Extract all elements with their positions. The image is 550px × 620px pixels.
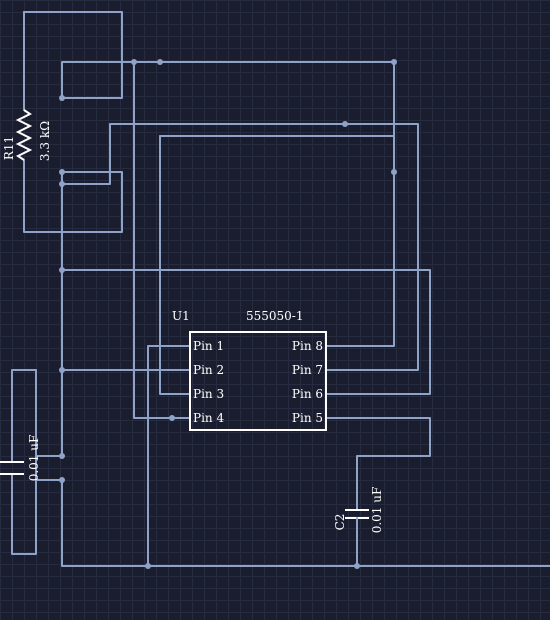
- wire-top-left-loop[interactable]: [23, 11, 395, 347]
- wire-pin4-vertical[interactable]: [133, 61, 191, 419]
- ic-pin-label: Pin 5: [292, 411, 323, 425]
- ic-u1[interactable]: U1 555050-1 Pin 1 Pin 2 Pin 3 Pin 4 Pin …: [172, 309, 327, 431]
- wires: [11, 11, 550, 567]
- ic-pin-label: Pin 2: [193, 363, 224, 377]
- junction: [342, 121, 348, 127]
- capacitor-c2-ref-label: C2: [333, 514, 347, 531]
- junction: [59, 181, 65, 187]
- junction: [354, 563, 360, 569]
- ic-part-label: 555050-1: [246, 309, 304, 323]
- junction: [169, 415, 175, 421]
- junction: [391, 169, 397, 175]
- wire-pin5[interactable]: [325, 417, 431, 501]
- junction: [157, 59, 163, 65]
- capacitor-c2-value-label: 0.01 uF: [370, 487, 384, 534]
- junction: [59, 367, 65, 373]
- wire-left-cap-loop[interactable]: [11, 369, 37, 463]
- ic-pin-label: Pin 6: [292, 387, 323, 401]
- junctions: [59, 59, 397, 569]
- capacitor-c2[interactable]: C2 0.01 uF: [333, 487, 384, 534]
- ic-pin-label: Pin 8: [292, 339, 323, 353]
- wire-ground-bus[interactable]: [61, 479, 550, 567]
- junction: [391, 59, 397, 65]
- junction: [59, 95, 65, 101]
- wire-pin3[interactable]: [159, 135, 395, 173]
- ic-pin-label: Pin 3: [193, 387, 224, 401]
- junction: [131, 59, 137, 65]
- junction: [145, 563, 151, 569]
- ic-pin-label: Pin 4: [193, 411, 224, 425]
- resistor-ref-label: R11: [2, 136, 16, 160]
- wire-pin3-down[interactable]: [159, 135, 191, 395]
- capacitor-left[interactable]: 0.01 uF: [0, 435, 41, 482]
- resistor-symbol: [15, 109, 33, 161]
- resistor-r11[interactable]: R11 3.3 kΩ: [2, 109, 52, 161]
- junction: [59, 169, 65, 175]
- wire-pin1[interactable]: [147, 345, 191, 567]
- wire-left-cap-loop-b[interactable]: [11, 369, 37, 555]
- junction: [59, 477, 65, 483]
- resistor-value-label: 3.3 kΩ: [38, 121, 52, 161]
- ic-pin-label: Pin 1: [193, 339, 224, 353]
- ic-body: [189, 331, 327, 431]
- capacitor-left-value-label: 0.01 uF: [27, 435, 41, 482]
- junction: [59, 453, 65, 459]
- ic-pin-label: Pin 7: [292, 363, 323, 377]
- wire-left-rail-bottom[interactable]: [23, 159, 123, 233]
- junction: [59, 267, 65, 273]
- ic-ref-label: U1: [172, 309, 190, 323]
- wire-inner-cross[interactable]: [61, 123, 419, 371]
- wire-pin6[interactable]: [61, 269, 431, 395]
